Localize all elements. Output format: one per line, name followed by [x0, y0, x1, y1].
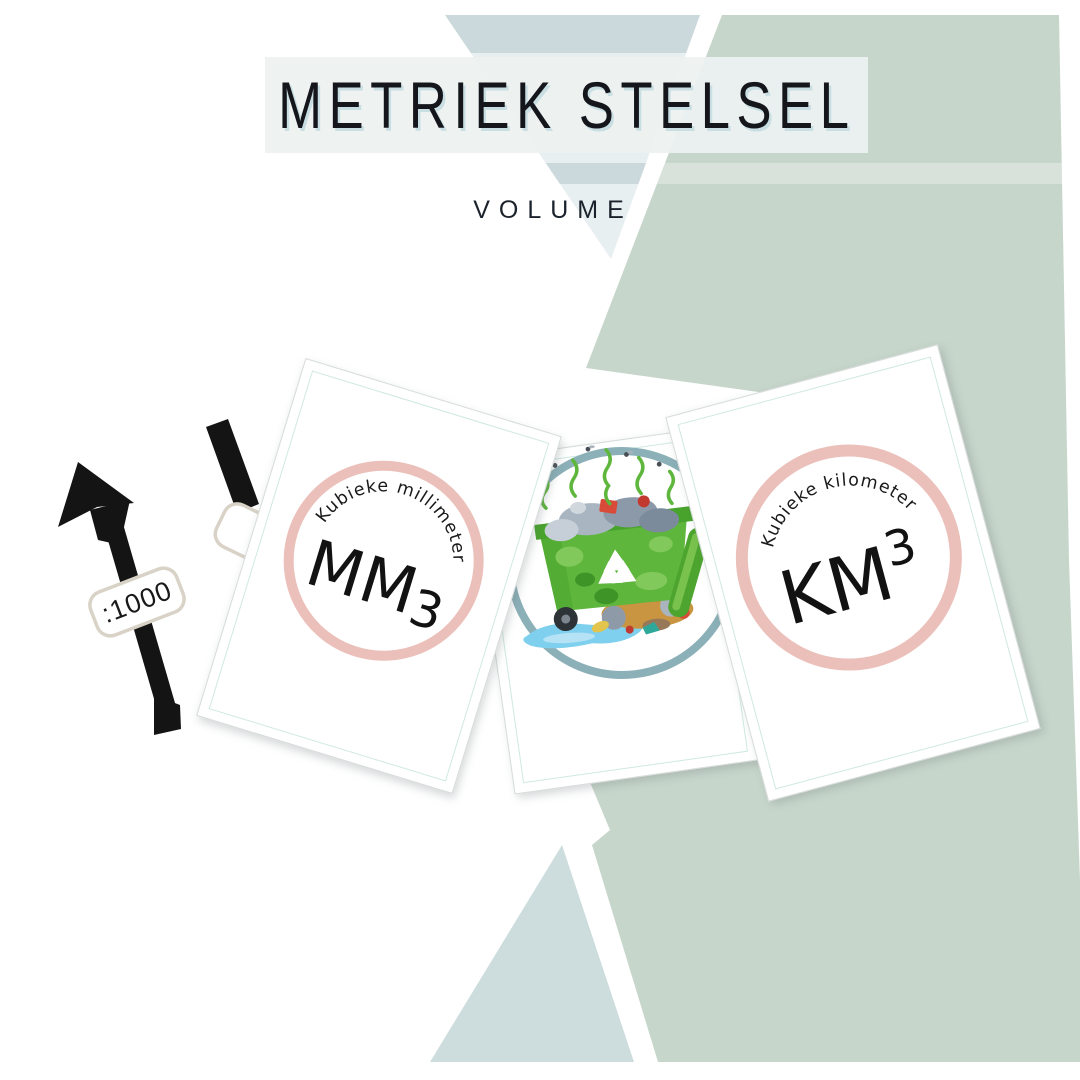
card-km3: Kubieke kilometer KM3: [665, 344, 1041, 802]
trash-heap-icon: [544, 495, 680, 542]
flies-icon: [547, 445, 662, 468]
pink-ring: [735, 444, 962, 671]
bottom-triangle: [430, 845, 634, 1062]
page-title-text: METRIEK STELSEL: [277, 68, 856, 142]
sage-light-stripe: [586, 163, 1080, 184]
arrow-partial-icon: [206, 419, 259, 513]
title-band: [265, 57, 868, 153]
card-km3-unit: KM3: [770, 517, 932, 643]
card-mm3: Kubieke millimeter MM3: [196, 357, 562, 795]
page-title: METRIEK STELSEL: [245, 57, 888, 153]
card-mm3-face: Kubieke millimeter MM3: [283, 456, 487, 661]
recycle-icon: [598, 549, 637, 584]
pink-ring: [283, 460, 484, 661]
dumpster-icon: [523, 445, 710, 649]
volume-circle-illustration: [506, 445, 738, 679]
card-km3-face: Kubieke kilometer KM3: [735, 444, 962, 671]
page-subtitle: VOLUME: [473, 196, 633, 224]
dumpster-lid-icon: [668, 527, 710, 618]
wheel-icon: [553, 607, 578, 632]
